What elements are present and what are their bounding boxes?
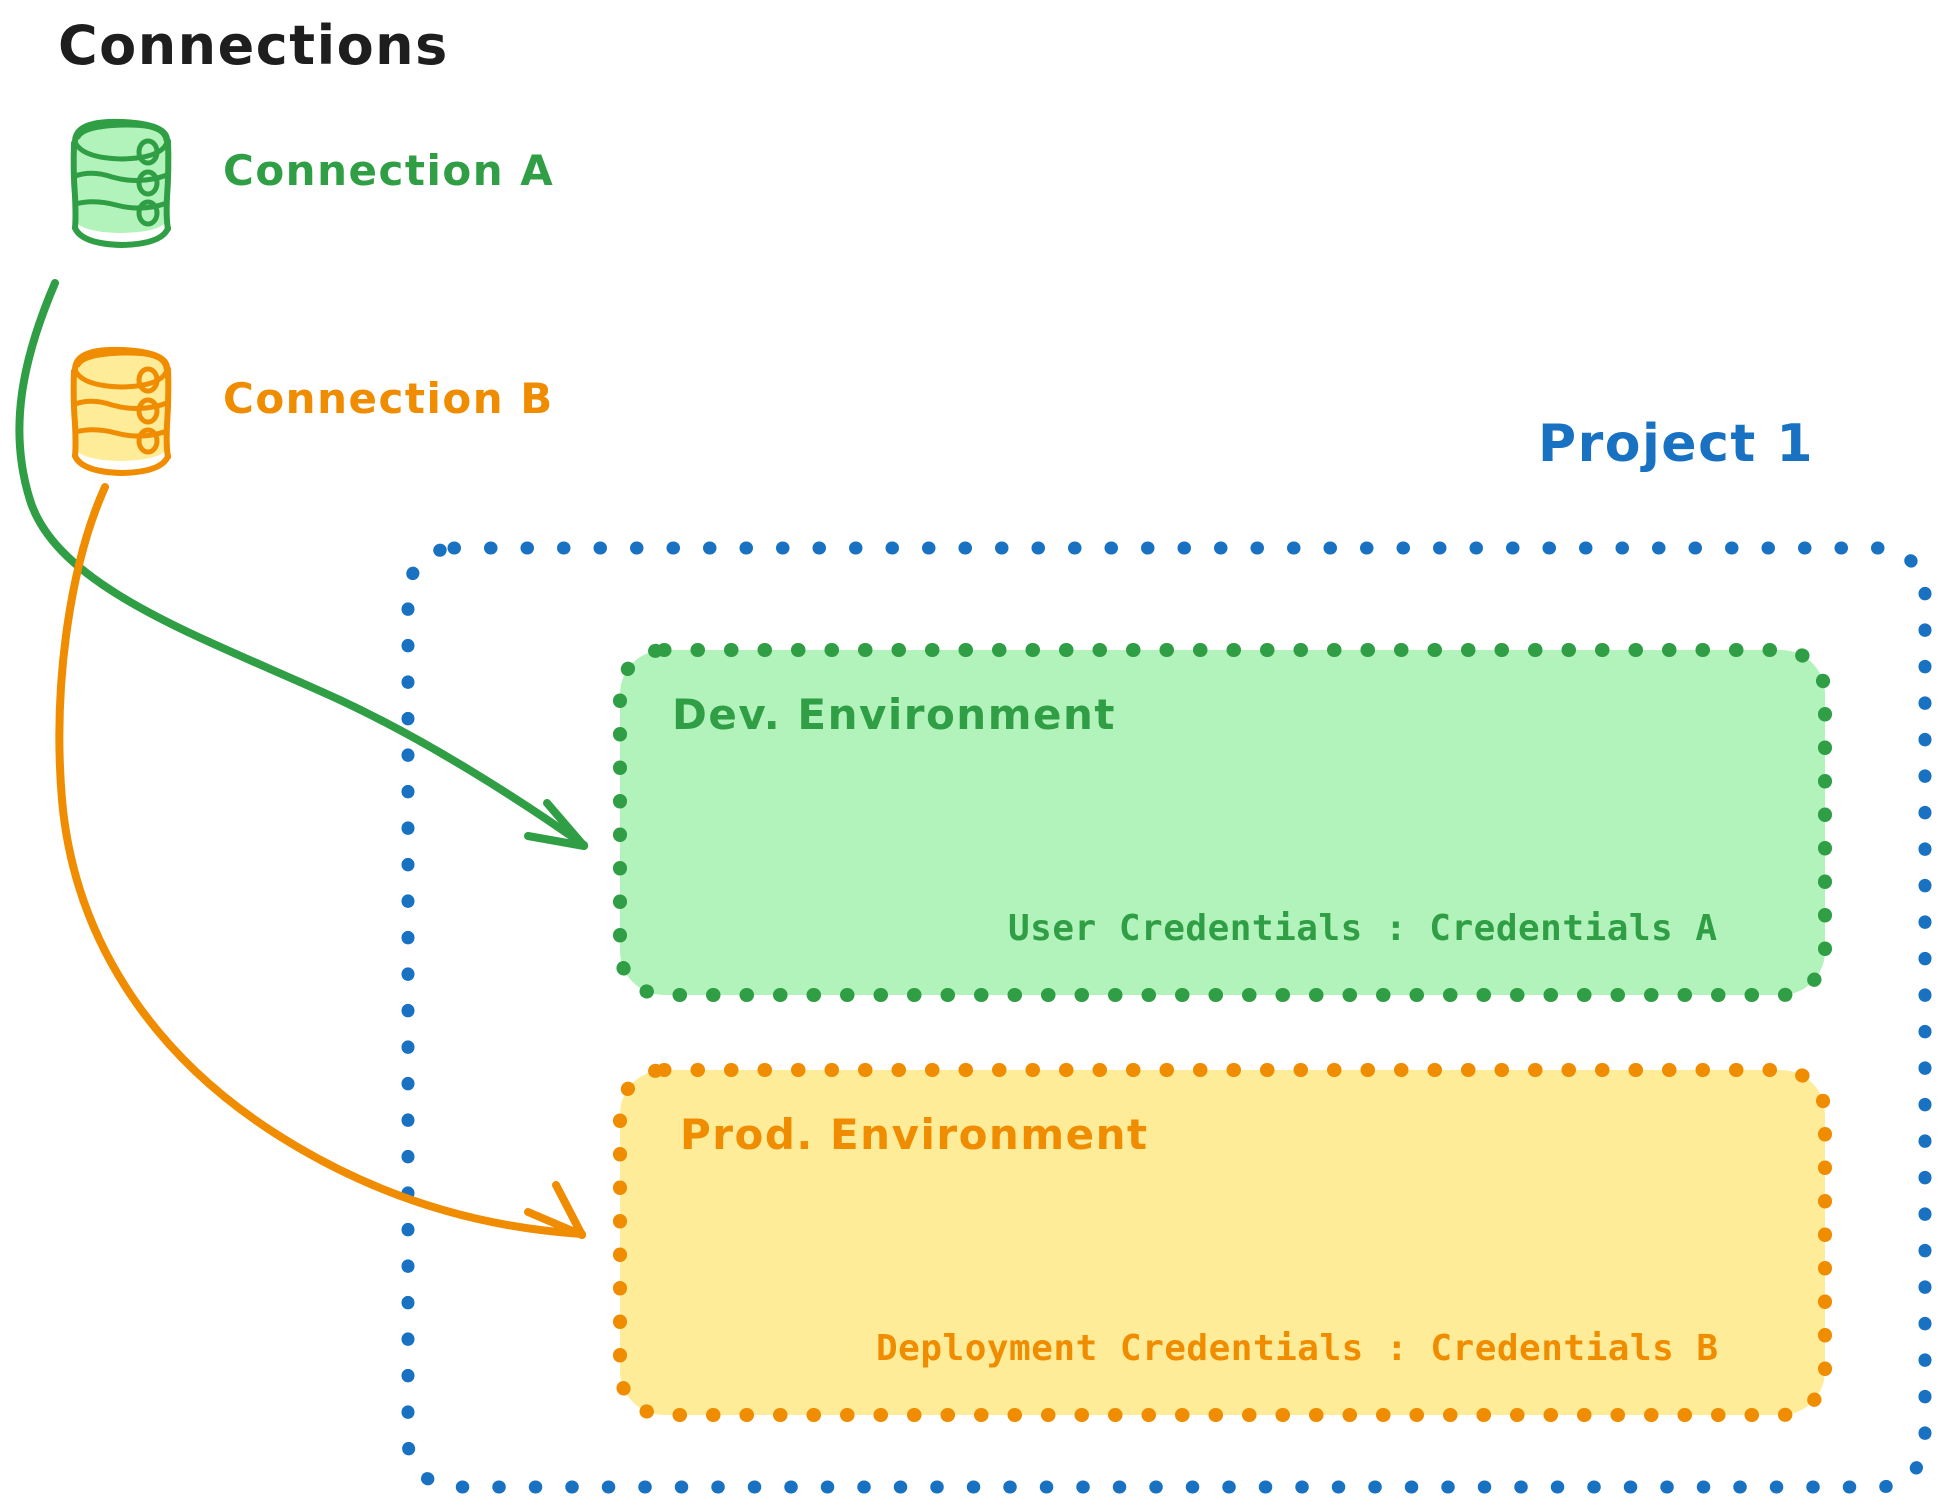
- prod-environment-credentials: Deployment Credentials : Credentials B: [876, 1328, 1719, 1369]
- dev-environment-title: Dev. Environment: [672, 690, 1116, 739]
- connection-a-database-icon[interactable]: [66, 112, 176, 238]
- connection-b-label: Connection B: [223, 374, 554, 423]
- project-title: Project 1: [1538, 414, 1815, 474]
- connection-a-label: Connection A: [223, 146, 555, 195]
- connection-b-database-icon[interactable]: [66, 340, 176, 466]
- dev-environment-credentials: User Credentials : Credentials A: [1008, 908, 1718, 949]
- page-title: Connections: [58, 14, 449, 77]
- prod-environment-panel[interactable]: [620, 1070, 1825, 1415]
- prod-environment-title: Prod. Environment: [680, 1110, 1149, 1159]
- dev-environment-panel[interactable]: [620, 650, 1825, 995]
